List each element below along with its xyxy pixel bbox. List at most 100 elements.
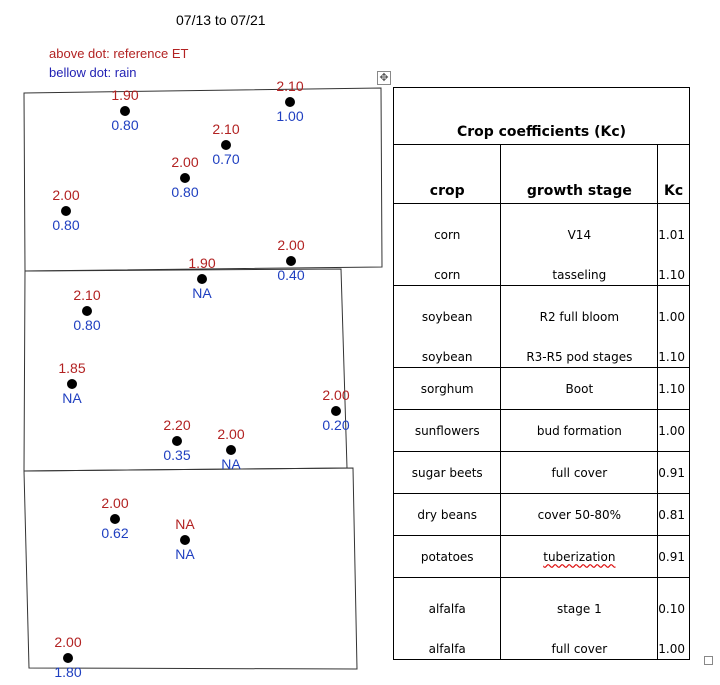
station-rain: 1.80: [54, 664, 82, 680]
table-row: corn tasseling 1.10: [392, 265, 690, 286]
station-dot: [110, 514, 120, 524]
cell-kc: 0.91: [657, 535, 690, 578]
station-reference-et: 2.00: [277, 237, 305, 253]
station-dot: [82, 306, 92, 316]
legend-rain: bellow dot: rain: [49, 65, 137, 80]
station-rain: 0.70: [212, 151, 240, 167]
station-reference-et: 2.10: [276, 78, 304, 94]
station-reference-et: NA: [175, 516, 195, 532]
station-reference-et: 2.00: [171, 154, 199, 170]
resize-handle-icon[interactable]: [704, 656, 713, 665]
station-reference-et: 2.10: [212, 121, 240, 137]
station-dot: [286, 256, 296, 266]
cell-kc: 1.01: [657, 203, 690, 266]
cell-kc: 0.91: [657, 451, 690, 494]
cell-growth-stage: V14: [500, 203, 659, 266]
station-reference-et: 2.00: [52, 187, 80, 203]
cell-crop: potatoes: [392, 535, 502, 578]
station-dot: [226, 445, 236, 455]
station-rain: 0.35: [163, 447, 191, 463]
cell-growth-stage: full cover: [500, 639, 659, 660]
cell-growth-stage: tasseling: [500, 265, 659, 286]
cell-crop: corn: [392, 265, 502, 286]
cell-growth-stage: tuberization: [500, 535, 659, 578]
station-reference-et: 2.00: [217, 426, 245, 442]
station-rain: 0.80: [111, 117, 139, 133]
station-dot: [67, 379, 77, 389]
station-rain: 0.20: [322, 417, 350, 433]
growth-stage-text: full cover: [551, 465, 608, 480]
station-dot: [180, 535, 190, 545]
growth-stage-text: tuberization: [543, 549, 616, 564]
table-row: sunflowers bud formation 1.00: [392, 409, 690, 452]
station-rain: 0.80: [171, 184, 199, 200]
cell-crop: sugar beets: [392, 451, 502, 494]
table-row: alfalfa stage 1 0.10: [392, 577, 690, 640]
cell-kc: 1.00: [657, 285, 690, 348]
cell-growth-stage: full cover: [500, 451, 659, 494]
cell-crop: sunflowers: [392, 409, 502, 452]
table-row: potatoes tuberization 0.91: [392, 535, 690, 578]
table-row: sorghum Boot 1.10: [392, 367, 690, 410]
cell-crop: alfalfa: [392, 577, 502, 640]
cell-kc: 1.10: [657, 265, 690, 286]
growth-stage-text: R2 full bloom: [539, 309, 620, 324]
cell-growth-stage: Boot: [500, 367, 659, 410]
table-row: soybean R2 full bloom 1.00: [392, 285, 690, 348]
station-reference-et: 1.90: [188, 255, 216, 271]
map-region-south: [23, 467, 358, 670]
station-reference-et: 2.00: [101, 495, 129, 511]
station-reference-et: 2.00: [54, 634, 82, 650]
station-rain: NA: [175, 546, 195, 562]
cell-kc: 1.10: [657, 367, 690, 410]
cell-growth-stage: cover 50-80%: [500, 493, 659, 536]
cell-kc: 0.81: [657, 493, 690, 536]
move-handle-icon[interactable]: ✥: [377, 71, 391, 85]
station-dot: [63, 653, 73, 663]
header-growth-stage: growth stage: [500, 144, 659, 204]
station-reference-et: 2.20: [163, 417, 191, 433]
cell-growth-stage: bud formation: [500, 409, 659, 452]
station-rain: NA: [192, 285, 212, 301]
station-dot: [285, 97, 295, 107]
station-reference-et: 2.00: [322, 387, 350, 403]
cell-crop: alfalfa: [392, 639, 502, 660]
legend-reference-et: above dot: reference ET: [49, 46, 189, 61]
growth-stage-text: stage 1: [556, 601, 602, 616]
cell-growth-stage: stage 1: [500, 577, 659, 640]
station-dot: [172, 436, 182, 446]
growth-stage-text: Boot: [565, 381, 594, 396]
station-rain: 0.80: [52, 217, 80, 233]
growth-stage-text: bud formation: [536, 423, 622, 438]
header-crop: crop: [392, 144, 502, 204]
cell-crop: soybean: [392, 347, 502, 368]
cell-kc: 0.10: [657, 577, 690, 640]
cell-kc: 1.00: [657, 639, 690, 660]
station-dot: [197, 274, 207, 284]
cell-crop: corn: [392, 203, 502, 266]
station-rain: NA: [62, 390, 82, 406]
growth-stage-text: tasseling: [552, 268, 607, 283]
growth-stage-text: V14: [567, 227, 592, 242]
station-rain: 0.40: [277, 267, 305, 283]
station-dot: [331, 406, 341, 416]
region-map: [23, 87, 383, 670]
station-rain: 1.00: [276, 108, 304, 124]
cell-crop: soybean: [392, 285, 502, 348]
cell-kc: 1.10: [657, 347, 690, 368]
table-title: Crop coefficients (Kc): [393, 87, 690, 145]
header-kc: Kc: [657, 144, 690, 204]
table-row: corn V14 1.01: [392, 203, 690, 266]
cell-kc: 1.00: [657, 409, 690, 452]
map-region-north: [23, 87, 383, 272]
cell-crop: sorghum: [392, 367, 502, 410]
crop-coefficient-table: Crop coefficients (Kc) crop growth stage…: [392, 87, 690, 660]
cell-crop: dry beans: [392, 493, 502, 536]
station-dot: [180, 173, 190, 183]
station-rain: NA: [221, 456, 241, 472]
station-rain: 0.80: [73, 317, 101, 333]
cell-growth-stage: R3-R5 pod stages: [500, 347, 659, 368]
